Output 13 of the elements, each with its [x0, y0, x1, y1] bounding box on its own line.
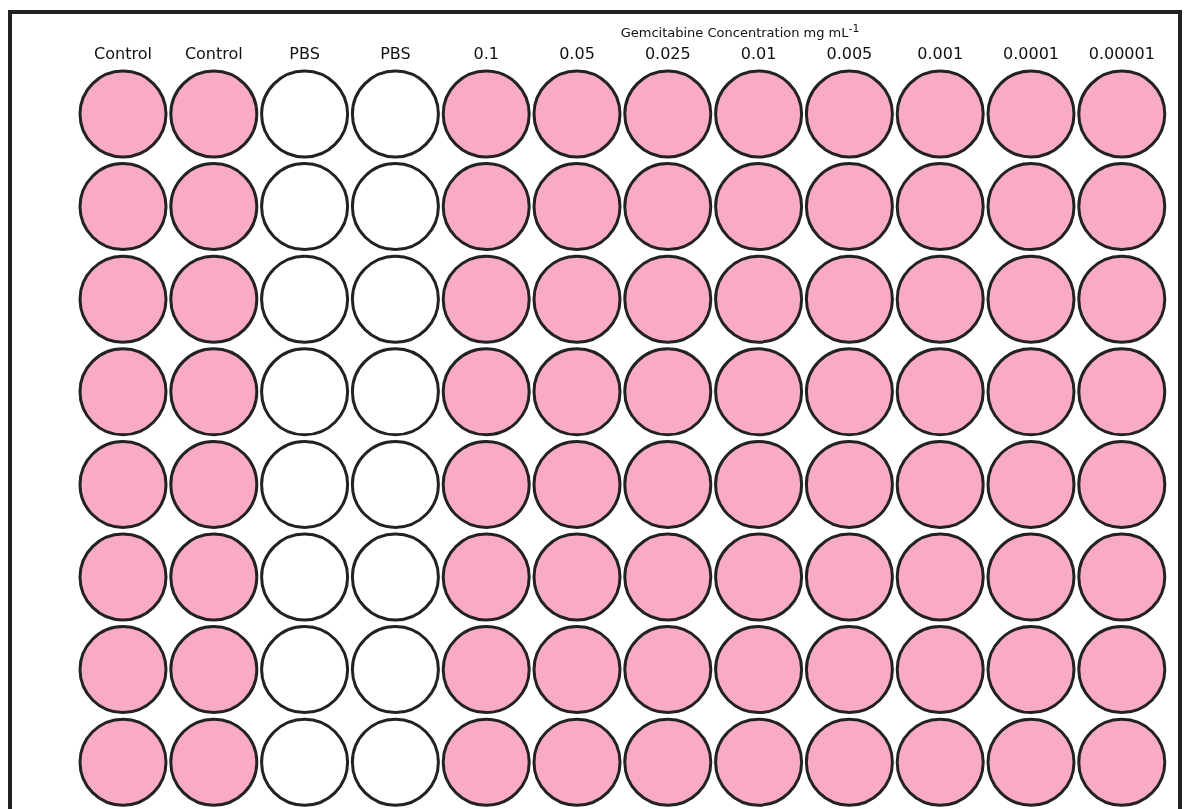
- column-label: Control: [184, 44, 243, 63]
- column-label: 0.01: [740, 44, 777, 63]
- column-label: PBS: [380, 44, 411, 63]
- column-label: Control: [94, 44, 152, 63]
- column-label: 0.05: [559, 44, 595, 63]
- column-label: 0.001: [917, 44, 964, 63]
- axis-title: Gemcitabine Concentration mg mL$^{-1}$: [620, 22, 860, 41]
- column-label: 0.0001: [1003, 44, 1059, 63]
- column-label: 0.005: [826, 44, 873, 63]
- column-label: 0.00001: [1088, 44, 1155, 63]
- column-label: PBS: [289, 44, 320, 63]
- column-label: 0.1: [473, 44, 499, 63]
- column-label: 0.025: [644, 44, 691, 63]
